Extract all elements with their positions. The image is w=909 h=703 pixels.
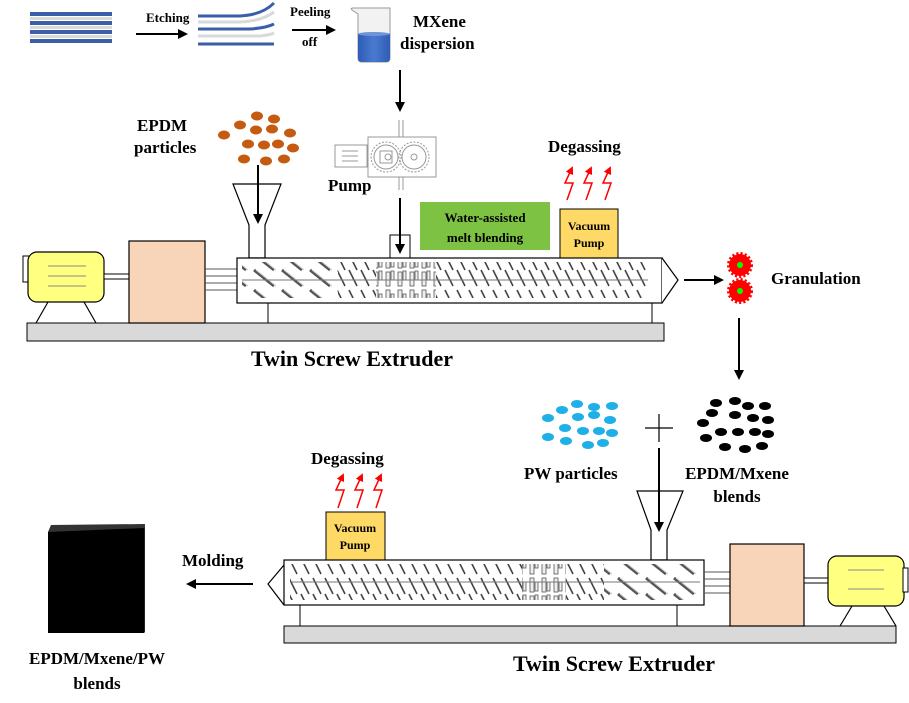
gearbox-bottom-icon — [729, 543, 805, 627]
pw-particles-label: PW particles — [524, 464, 618, 483]
vacuum-pump-top-line2: Pump — [574, 236, 605, 250]
vacuum-pump-bottom — [325, 511, 386, 561]
etching-label: Etching — [146, 10, 190, 25]
epdm-mxene-particles-icon — [697, 397, 774, 453]
extruder-top-screws — [242, 262, 648, 298]
water-assisted-label-line1: Water-assisted — [444, 210, 526, 225]
mxene-stack-icon — [30, 12, 112, 43]
extruder-top-base — [26, 322, 665, 342]
vacuum-pump-bottom-line2: Pump — [340, 538, 371, 552]
plus-sign — [645, 414, 673, 442]
water-assisted-box — [420, 202, 550, 250]
granulator-gear-icon — [727, 252, 753, 304]
product-label-line1: EPDM/Mxene/PW — [29, 649, 165, 668]
vacuum-pump-bottom-line1: Vacuum — [334, 521, 376, 535]
product-label-line2: blends — [73, 674, 121, 693]
mxene-label-line2: dispersion — [400, 34, 475, 53]
epdm-label-line2: particles — [134, 138, 197, 157]
granulation-label: Granulation — [771, 269, 861, 288]
extruder-bottom-label: Twin Screw Extruder — [513, 651, 715, 676]
etched-layers-icon — [198, 1, 276, 46]
extruder-top-label: Twin Screw Extruder — [251, 346, 453, 371]
electric-motor-bottom-icon — [803, 555, 909, 627]
epdm-particles-icon — [218, 111, 299, 166]
extruder-top-die — [661, 257, 679, 304]
gear-pump-icon — [334, 120, 437, 190]
vacuum-pump-top — [559, 208, 619, 259]
extruder-bottom — [267, 543, 909, 644]
degassing-top-label: Degassing — [548, 137, 621, 156]
peeling-label-line2: off — [302, 34, 318, 49]
gearbox-icon — [128, 240, 206, 324]
water-assisted-label-line2: melt blending — [447, 230, 524, 245]
gas-arrows-top — [563, 166, 613, 201]
extruder-top — [22, 240, 679, 342]
molding-label: Molding — [182, 551, 244, 570]
extruder-bottom-die — [267, 564, 285, 606]
gas-arrows-bottom — [334, 473, 384, 509]
pw-particles-icon — [542, 400, 618, 449]
drive-shafts-bottom — [704, 571, 730, 594]
epdm-mxene-label-line1: EPDM/Mxene — [685, 464, 789, 483]
electric-motor-icon — [22, 251, 130, 324]
peeling-label-line1: Peeling — [290, 4, 331, 19]
pump-label: Pump — [328, 176, 371, 195]
epdm-label-line1: EPDM — [137, 116, 187, 135]
epdm-mxene-label-line2: blends — [713, 487, 761, 506]
mxene-label-line1: MXene — [413, 12, 466, 31]
vacuum-pump-top-line1: Vacuum — [568, 219, 610, 233]
extruder-bottom-base — [283, 625, 897, 644]
extruder-bottom-screws — [290, 564, 700, 600]
beaker-icon — [350, 7, 391, 63]
degassing-bottom-label: Degassing — [311, 449, 384, 468]
drive-shafts — [205, 268, 237, 291]
molded-block-icon — [48, 524, 145, 633]
